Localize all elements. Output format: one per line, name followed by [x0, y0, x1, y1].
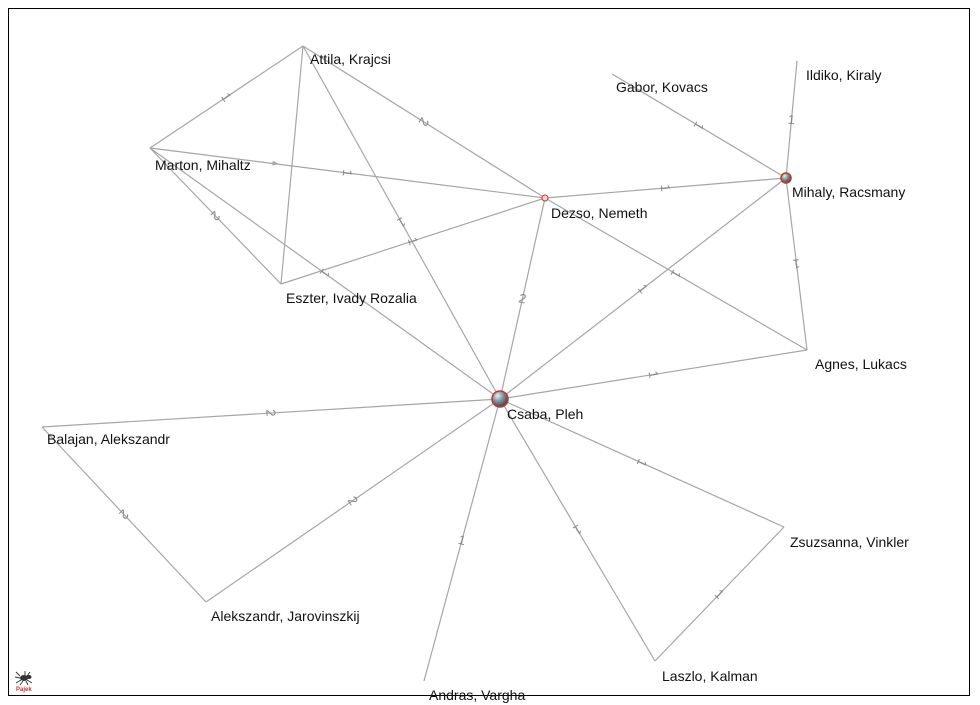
- edge-weight-label: 2: [416, 115, 433, 129]
- edge-weight-label: 1: [571, 522, 585, 539]
- node-dezso[interactable]: [541, 194, 549, 202]
- node-label-csaba: Csaba, Pleh: [507, 406, 583, 422]
- edge-weight-label: 1: [658, 184, 674, 192]
- node-label-laszlo: Laszlo, Kalman: [662, 668, 758, 684]
- edge-csaba-andras: [423, 398, 501, 682]
- node-label-attila: Attila, Krajcsi: [310, 51, 391, 67]
- node-label-gabor: Gabor, Kovacs: [616, 79, 708, 95]
- edge-dezso-mihaly: [544, 177, 787, 199]
- edge-dezso-agnes: [544, 197, 808, 351]
- node-csaba[interactable]: [491, 390, 509, 408]
- edge-dezso-csaba: [499, 197, 546, 400]
- edges-layer: [41, 45, 808, 682]
- node-label-eszter: Eszter, Ivady Rozalia: [286, 290, 417, 306]
- edge-gabor-mihaly: [611, 73, 787, 179]
- edge-weight-label: 2: [345, 493, 361, 507]
- edge-mihaly-csaba: [499, 177, 787, 400]
- edge-marton-eszter: [149, 147, 282, 285]
- edge-weight-label: 1: [792, 256, 801, 272]
- edge-weight-label: 1: [218, 90, 234, 104]
- node-label-mihaly: Mihaly, Racsmany: [792, 184, 905, 200]
- edge-weight-label: 1: [340, 168, 356, 177]
- edge-weight-label: 2: [517, 290, 527, 306]
- pajek-logo: Pajek: [14, 671, 33, 693]
- node-label-zsuzsanna: Zsuzsanna, Vinkler: [790, 534, 909, 550]
- edge-weight-label: 1: [668, 267, 685, 281]
- node-label-andras: Andras, Vargha: [429, 687, 525, 703]
- edge-weight-label: 1: [405, 235, 422, 247]
- edge-balajan-alekszandr: [41, 426, 207, 603]
- edge-arrowhead: [272, 160, 279, 166]
- network-canvas: [8, 8, 970, 696]
- edge-csaba-laszlo: [499, 398, 656, 662]
- node-label-balajan: Balajan, Alekszandr: [47, 431, 170, 447]
- node-label-marton: Marton, Mihaltz: [155, 157, 251, 173]
- edge-weight-label: 1: [634, 457, 651, 470]
- edge-agnes-csaba: [499, 349, 808, 400]
- edge-csaba-balajan: [41, 398, 501, 428]
- node-label-alekszandr: Alekszandr, Jarovinszkij: [211, 608, 360, 624]
- edge-ildiko-mihaly: [785, 60, 798, 179]
- node-label-ildiko: Ildiko, Kiraly: [806, 67, 881, 83]
- edge-weight-label: 1: [787, 112, 796, 128]
- edge-mihaly-agnes: [785, 177, 808, 351]
- edge-marton-csaba: [149, 147, 501, 400]
- edge-attila-dezso: [302, 45, 546, 199]
- edge-attila-csaba: [302, 45, 501, 400]
- spider-icon: [14, 671, 33, 686]
- edge-csaba-zsuzsanna: [499, 398, 785, 528]
- nodes-layer: [491, 172, 792, 408]
- edge-weight-label: 1: [691, 119, 708, 133]
- edge-weight-label: 1: [635, 281, 651, 296]
- node-mihaly[interactable]: [780, 172, 792, 184]
- edge-eszter-dezso: [280, 197, 546, 285]
- edge-marton-dezso: [149, 147, 546, 199]
- node-label-agnes: Agnes, Lukacs: [815, 356, 907, 372]
- edge-weight-label: 1: [395, 214, 409, 231]
- edge-weight-label: 1: [646, 370, 662, 380]
- edge-zsuzsanna-laszlo: [654, 526, 785, 662]
- pajek-logo-text: Pajek: [16, 687, 32, 693]
- edge-attila-marton: [149, 45, 304, 149]
- edge-alekszandr-csaba: [205, 398, 501, 603]
- node-label-dezso: Dezso, Nemeth: [551, 205, 647, 221]
- edge-weight-label: 1: [457, 532, 468, 548]
- edge-weight-label: 2: [263, 409, 278, 417]
